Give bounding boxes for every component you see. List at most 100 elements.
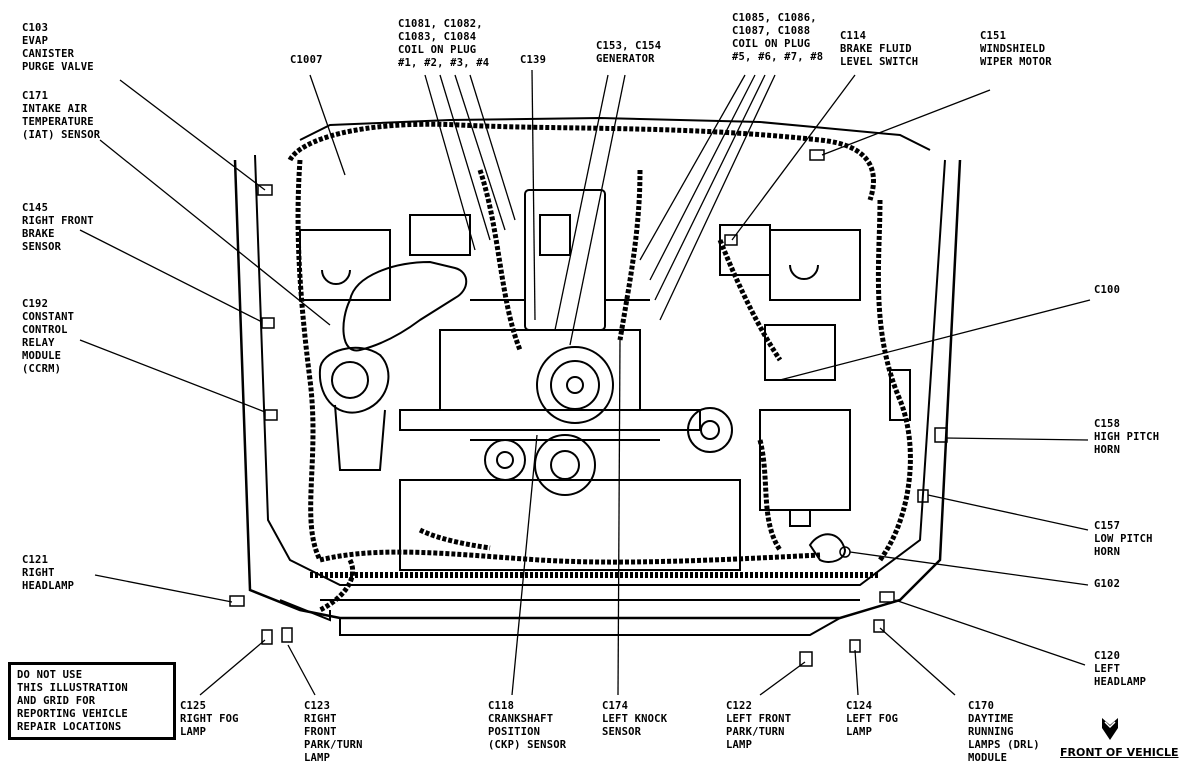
label-line: C151	[980, 30, 1007, 42]
leader-c121	[94, 574, 233, 603]
label-line: LAMPS (DRL)	[968, 739, 1040, 751]
label-line: GENERATOR	[596, 53, 655, 65]
leader-c118	[511, 434, 538, 696]
leader-c158	[944, 437, 1089, 441]
leader-c1085-a	[639, 74, 746, 261]
label-line: (IAT) SENSOR	[22, 129, 101, 141]
label-line: C124	[846, 700, 873, 712]
connectors	[229, 149, 948, 667]
leader-c125	[199, 639, 266, 696]
label-line: RUNNING	[968, 726, 1014, 738]
leader-c153-a	[554, 74, 609, 331]
label-line: HEADLAMP	[22, 580, 75, 592]
label-line: C170	[968, 700, 995, 712]
label-line: LEFT	[1094, 663, 1121, 675]
leader-c153-b	[569, 74, 626, 346]
label-line: C125	[180, 700, 207, 712]
engine-block	[399, 189, 733, 496]
label-line: C1007	[290, 54, 323, 66]
label-line: LEFT FOG	[846, 713, 899, 725]
label-line: C103	[22, 22, 49, 34]
label-line: LAMP	[726, 739, 753, 751]
label-line: #1, #2, #3, #4	[398, 57, 490, 69]
label-line: LEFT KNOCK	[602, 713, 668, 725]
label-line: RIGHT FRONT	[22, 215, 94, 227]
air-intake	[318, 260, 468, 471]
wiring-harness	[287, 121, 913, 613]
label-line: PURGE VALVE	[22, 61, 94, 73]
label-line: C123	[304, 700, 331, 712]
label-line: C145	[22, 202, 49, 214]
label-line: C121	[22, 554, 49, 566]
label-line: FRONT	[304, 726, 337, 738]
label-line: WIPER MOTOR	[980, 56, 1052, 68]
leader-c1081-b	[439, 74, 491, 241]
label-line: WINDSHIELD	[980, 43, 1046, 55]
label-line: REPORTING VEHICLE	[17, 708, 128, 720]
label-line: BRAKE FLUID	[840, 43, 912, 55]
label-line: C1087, C1088	[732, 25, 811, 37]
label-line: C122	[726, 700, 753, 712]
label-line: (CCRM)	[22, 363, 62, 375]
leader-c1085-c	[654, 74, 766, 301]
leader-c100	[779, 299, 1091, 381]
label-line: G102	[1094, 578, 1121, 590]
label-line: RELAY	[22, 337, 55, 349]
label-line: CANISTER	[22, 48, 75, 60]
module-boxes	[399, 324, 911, 571]
label-line: RIGHT	[304, 713, 337, 725]
label-c100: C100	[1094, 284, 1120, 297]
label-line: LOW PITCH	[1094, 533, 1153, 545]
front-of-vehicle-label: FRONT OF VEHICLE	[1060, 746, 1179, 759]
right-strut-tower	[719, 224, 861, 301]
label-line: RIGHT FOG	[180, 713, 239, 725]
label-line: C120	[1094, 650, 1121, 662]
label-line: C118	[488, 700, 515, 712]
leader-c170	[879, 627, 956, 696]
label-line: LAMP	[180, 726, 207, 738]
label-line: POSITION	[488, 726, 541, 738]
label-line: C139	[520, 54, 547, 66]
label-line: DO NOT USE	[17, 669, 83, 681]
label-line: C157	[1094, 520, 1121, 532]
leader-c174	[617, 339, 621, 696]
label-line: C192	[22, 298, 49, 310]
label-line: C153, C154	[596, 40, 662, 52]
leader-c171	[99, 139, 331, 326]
label-line: RIGHT	[22, 567, 55, 579]
label-line: REPAIR LOCATIONS	[17, 721, 122, 733]
label-line: LEVEL SWITCH	[840, 56, 919, 68]
label-line: PARK/TURN	[726, 726, 785, 738]
label-line: CONTROL	[22, 324, 68, 336]
left-strut-tower	[299, 214, 471, 301]
label-line: THIS ILLUSTRATION	[17, 682, 128, 694]
leader-c1085-d	[659, 74, 776, 321]
leader-g102	[849, 551, 1089, 586]
leader-c151	[821, 89, 991, 156]
label-line: C174	[602, 700, 629, 712]
label-line: INTAKE AIR	[22, 103, 88, 115]
label-line: LAMP	[846, 726, 873, 738]
label-line: (CKP) SENSOR	[488, 739, 567, 751]
leader-c1081-d	[469, 74, 516, 221]
leader-c145	[79, 229, 263, 323]
label-line: COIL ON PLUG	[732, 38, 811, 50]
leader-c114	[731, 74, 856, 241]
label-line: CRANKSHAFT	[488, 713, 554, 725]
label-c139: C139	[520, 54, 546, 67]
label-line: MODULE	[22, 350, 62, 362]
label-line: CONSTANT	[22, 311, 75, 323]
label-line: MODULE	[968, 752, 1008, 764]
